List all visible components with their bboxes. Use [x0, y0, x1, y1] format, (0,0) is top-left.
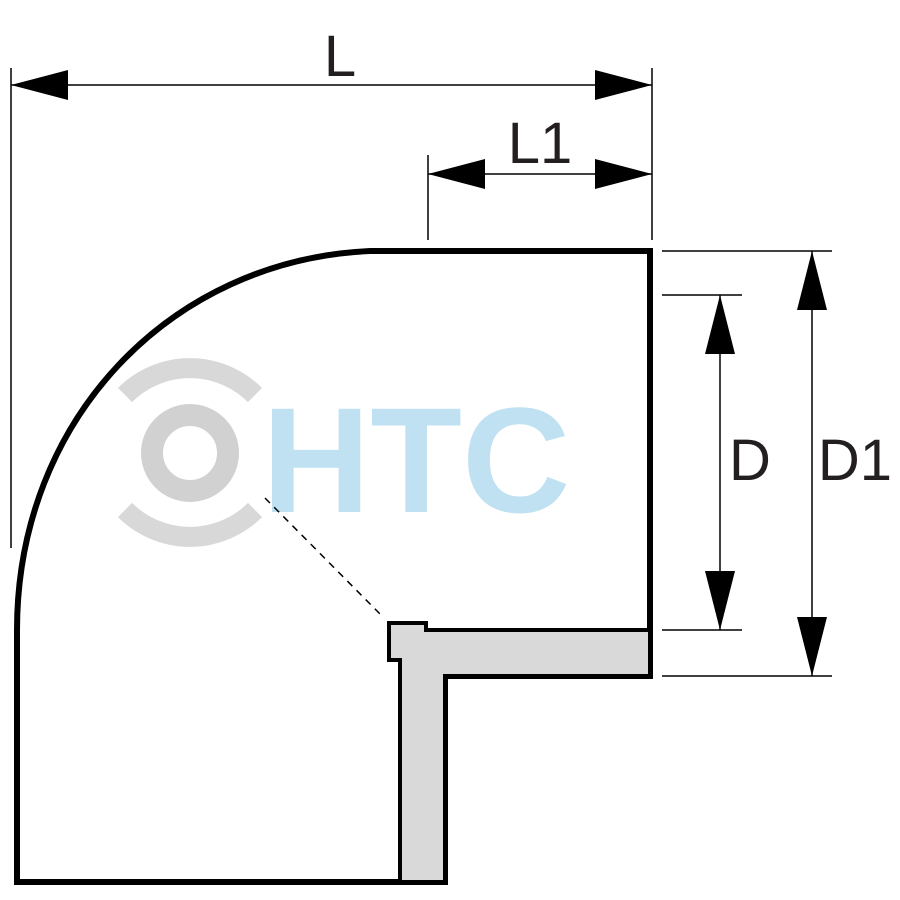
arrow-up-icon	[705, 295, 735, 354]
arrow-right-icon	[595, 159, 652, 189]
arrow-right-icon	[595, 70, 652, 100]
arrow-left-icon	[428, 159, 485, 189]
label-l: L	[324, 24, 356, 89]
label-d1: D1	[818, 428, 892, 493]
watermark-text: HTC	[262, 376, 570, 544]
arrow-down-icon	[797, 617, 827, 676]
dimension-l1: L1	[428, 111, 652, 189]
label-d: D	[729, 428, 771, 493]
extension-lines	[10, 68, 832, 677]
elbow-outline	[14, 248, 653, 885]
dimension-d: D	[705, 295, 771, 630]
arrow-left-icon	[11, 70, 68, 100]
inner-wall	[387, 621, 652, 884]
arrow-down-icon	[705, 571, 735, 630]
dimension-d1: D1	[797, 251, 892, 676]
arrow-up-icon	[797, 251, 827, 310]
dimension-l: L	[11, 24, 652, 100]
label-l1: L1	[508, 111, 573, 176]
center-dashed-line	[264, 497, 383, 617]
watermark-logo	[117, 358, 263, 547]
